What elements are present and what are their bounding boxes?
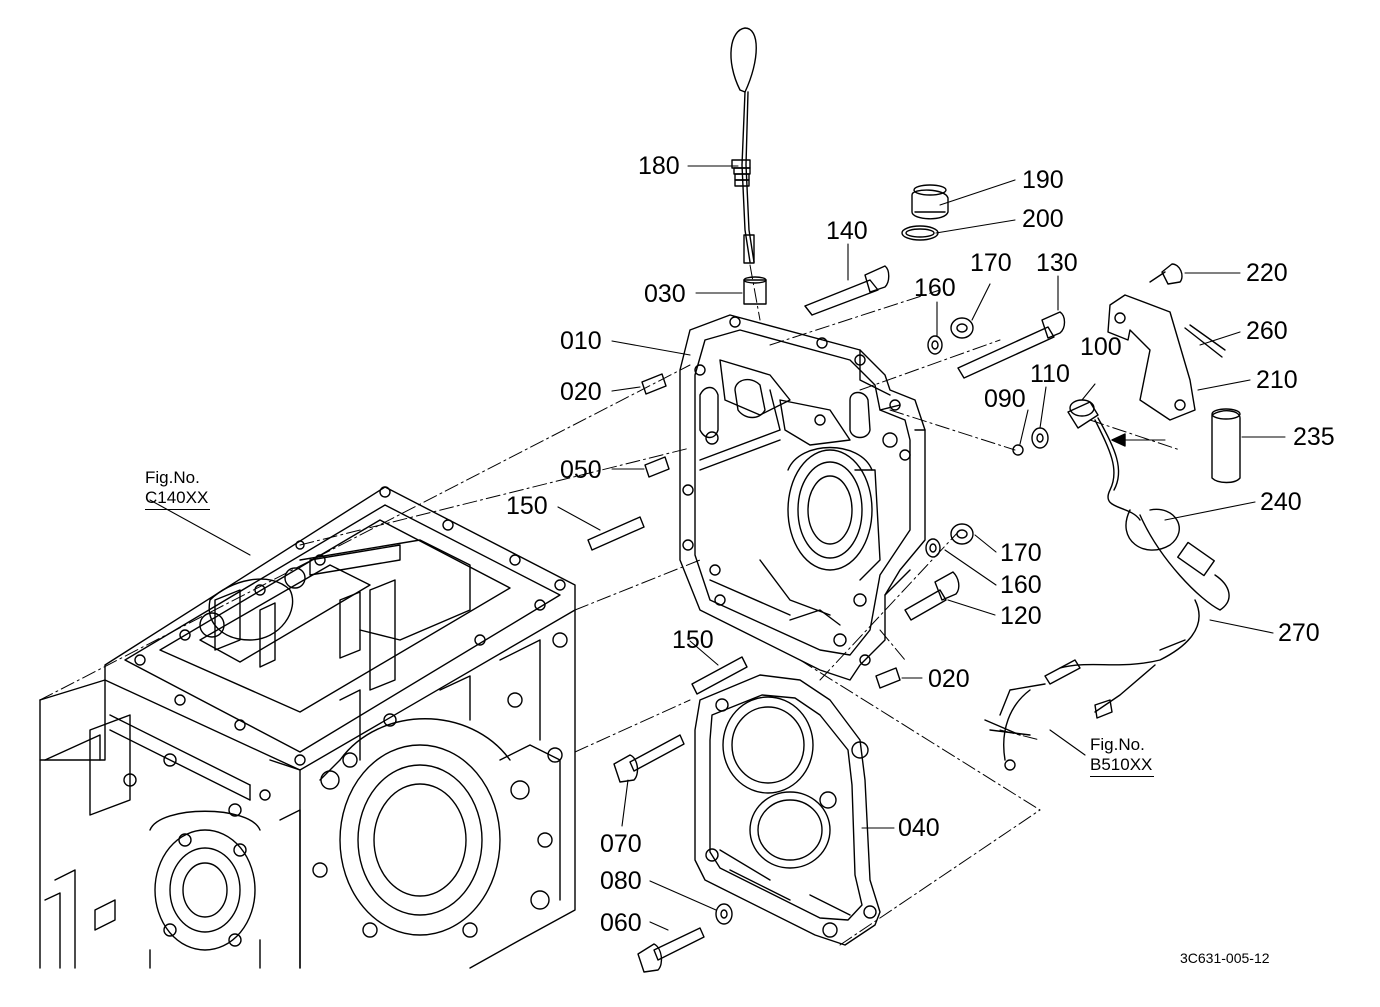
part-label-020-lower: 020 xyxy=(928,665,970,693)
sensor-100-drawing xyxy=(1068,400,1140,520)
leader-lines xyxy=(150,166,1285,930)
fig-ref-left-line1: Fig.No. xyxy=(145,468,200,487)
part-label-220: 220 xyxy=(1246,259,1288,287)
part-label-210: 210 xyxy=(1256,366,1298,394)
plug-030-drawing xyxy=(744,277,766,304)
tie-260-drawing xyxy=(1185,325,1225,357)
dowel-020-lower-drawing xyxy=(876,668,900,688)
ball-090-drawing xyxy=(1013,445,1023,455)
arrow-head xyxy=(1112,434,1125,446)
bolt-120-drawing xyxy=(905,572,959,620)
o-ring-200-drawing xyxy=(902,226,938,240)
part-label-150-upper: 150 xyxy=(506,492,548,520)
part-label-160-top: 160 xyxy=(914,274,956,302)
harness-240-drawing xyxy=(1060,509,1229,668)
nut-170-lower-drawing xyxy=(951,524,973,544)
filler-plug-190-drawing xyxy=(912,185,948,219)
bracket-040-drawing xyxy=(695,675,880,945)
part-label-040: 040 xyxy=(898,814,940,842)
bracket-210-drawing xyxy=(1108,295,1195,420)
sleeve-235-drawing xyxy=(1212,409,1240,483)
part-label-270: 270 xyxy=(1278,619,1320,647)
washer-080-drawing xyxy=(716,904,732,924)
part-label-110: 110 xyxy=(1030,360,1070,388)
part-label-150-lower: 150 xyxy=(672,626,714,654)
washer-160-top-drawing xyxy=(928,336,942,354)
bolt-140-drawing xyxy=(805,266,889,315)
bolt-070-drawing xyxy=(614,735,684,782)
part-label-010: 010 xyxy=(560,327,602,355)
part-label-100: 100 xyxy=(1080,333,1122,361)
part-label-120: 120 xyxy=(1000,602,1042,630)
assembly-axis-lines xyxy=(40,265,1180,945)
stud-150-upper-drawing xyxy=(588,517,644,550)
fig-ref-left-line2: C140XX xyxy=(145,488,211,510)
bolt-060-drawing xyxy=(638,928,704,972)
part-label-170-lower: 170 xyxy=(1000,539,1042,567)
part-label-190: 190 xyxy=(1022,166,1064,194)
dowel-050-drawing xyxy=(645,457,669,477)
washer-160-lower-drawing xyxy=(926,539,940,557)
part-label-130: 130 xyxy=(1036,249,1078,277)
part-label-090: 090 xyxy=(984,385,1026,413)
bolt-220-drawing xyxy=(1150,264,1182,284)
part-label-200: 200 xyxy=(1022,205,1064,233)
dipstick-180-drawing xyxy=(731,28,756,263)
part-label-240: 240 xyxy=(1260,488,1302,516)
drawing-code: 3C631-005-12 xyxy=(1180,950,1270,966)
fig-ref-right: Fig.No. B510XX xyxy=(1090,735,1155,777)
stud-150-lower-drawing xyxy=(692,657,747,694)
washer-110-drawing xyxy=(1032,428,1048,448)
part-label-050: 050 xyxy=(560,456,602,484)
front-cover-drawing xyxy=(680,315,925,680)
part-label-030: 030 xyxy=(644,280,686,308)
part-label-080: 080 xyxy=(600,867,642,895)
part-label-170-top: 170 xyxy=(970,249,1012,277)
part-label-070: 070 xyxy=(600,830,642,858)
transmission-case-drawing xyxy=(40,487,575,968)
bolt-130-drawing xyxy=(958,312,1065,378)
part-label-140: 140 xyxy=(826,217,868,245)
nut-170-top-drawing xyxy=(951,318,973,338)
dowel-020-upper-drawing xyxy=(642,374,666,394)
part-label-020-upper: 020 xyxy=(560,378,602,406)
fig-ref-right-line1: Fig.No. xyxy=(1090,735,1145,754)
part-label-180: 180 xyxy=(638,152,680,180)
part-label-235: 235 xyxy=(1293,423,1335,451)
fig-ref-right-line2: B510XX xyxy=(1090,755,1155,777)
fig-ref-left: Fig.No. C140XX xyxy=(145,468,211,510)
part-label-260: 260 xyxy=(1246,317,1288,345)
harness-270-drawing xyxy=(985,640,1185,770)
part-label-160-lower: 160 xyxy=(1000,571,1042,599)
part-label-060: 060 xyxy=(600,909,642,937)
